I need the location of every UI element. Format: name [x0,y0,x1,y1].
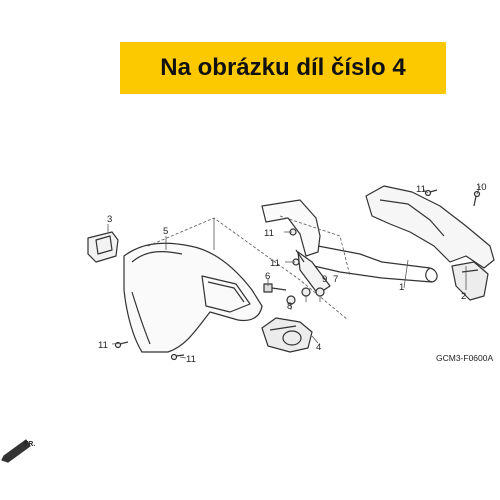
callout-11-bottom: 11 [186,354,196,365]
callout-2: 2 [461,291,466,302]
front-direction-arrow [1,439,31,463]
callout-5: 5 [163,226,168,237]
leader-lines [107,185,481,359]
callout-11-upper: 11 [264,228,274,239]
part-2-drawing [365,185,495,301]
callout-9: 9 [322,274,327,285]
callout-10: 10 [476,182,487,193]
callout-11-right: 11 [416,184,426,195]
part-3-drawing [87,231,119,263]
banner-title: Na obrázku díl číslo 4 [160,54,406,81]
part-5-drawing [123,242,263,353]
part-4-drawing [261,317,313,353]
direction-label: FR. [24,441,35,448]
diagram-code: GCM3-F0600A [436,353,493,363]
fastener-drawings [114,189,481,361]
callout-11-left: 11 [98,340,108,351]
callout-7: 7 [333,274,338,285]
highlight-banner [120,42,446,94]
callout-3: 3 [107,214,112,225]
callout-11-middle: 11 [270,258,280,269]
part-1-drawing [261,199,438,295]
callout-6: 6 [265,271,270,282]
callout-8: 8 [287,301,292,312]
callout-1: 1 [399,282,404,293]
callout-4: 4 [316,342,321,353]
